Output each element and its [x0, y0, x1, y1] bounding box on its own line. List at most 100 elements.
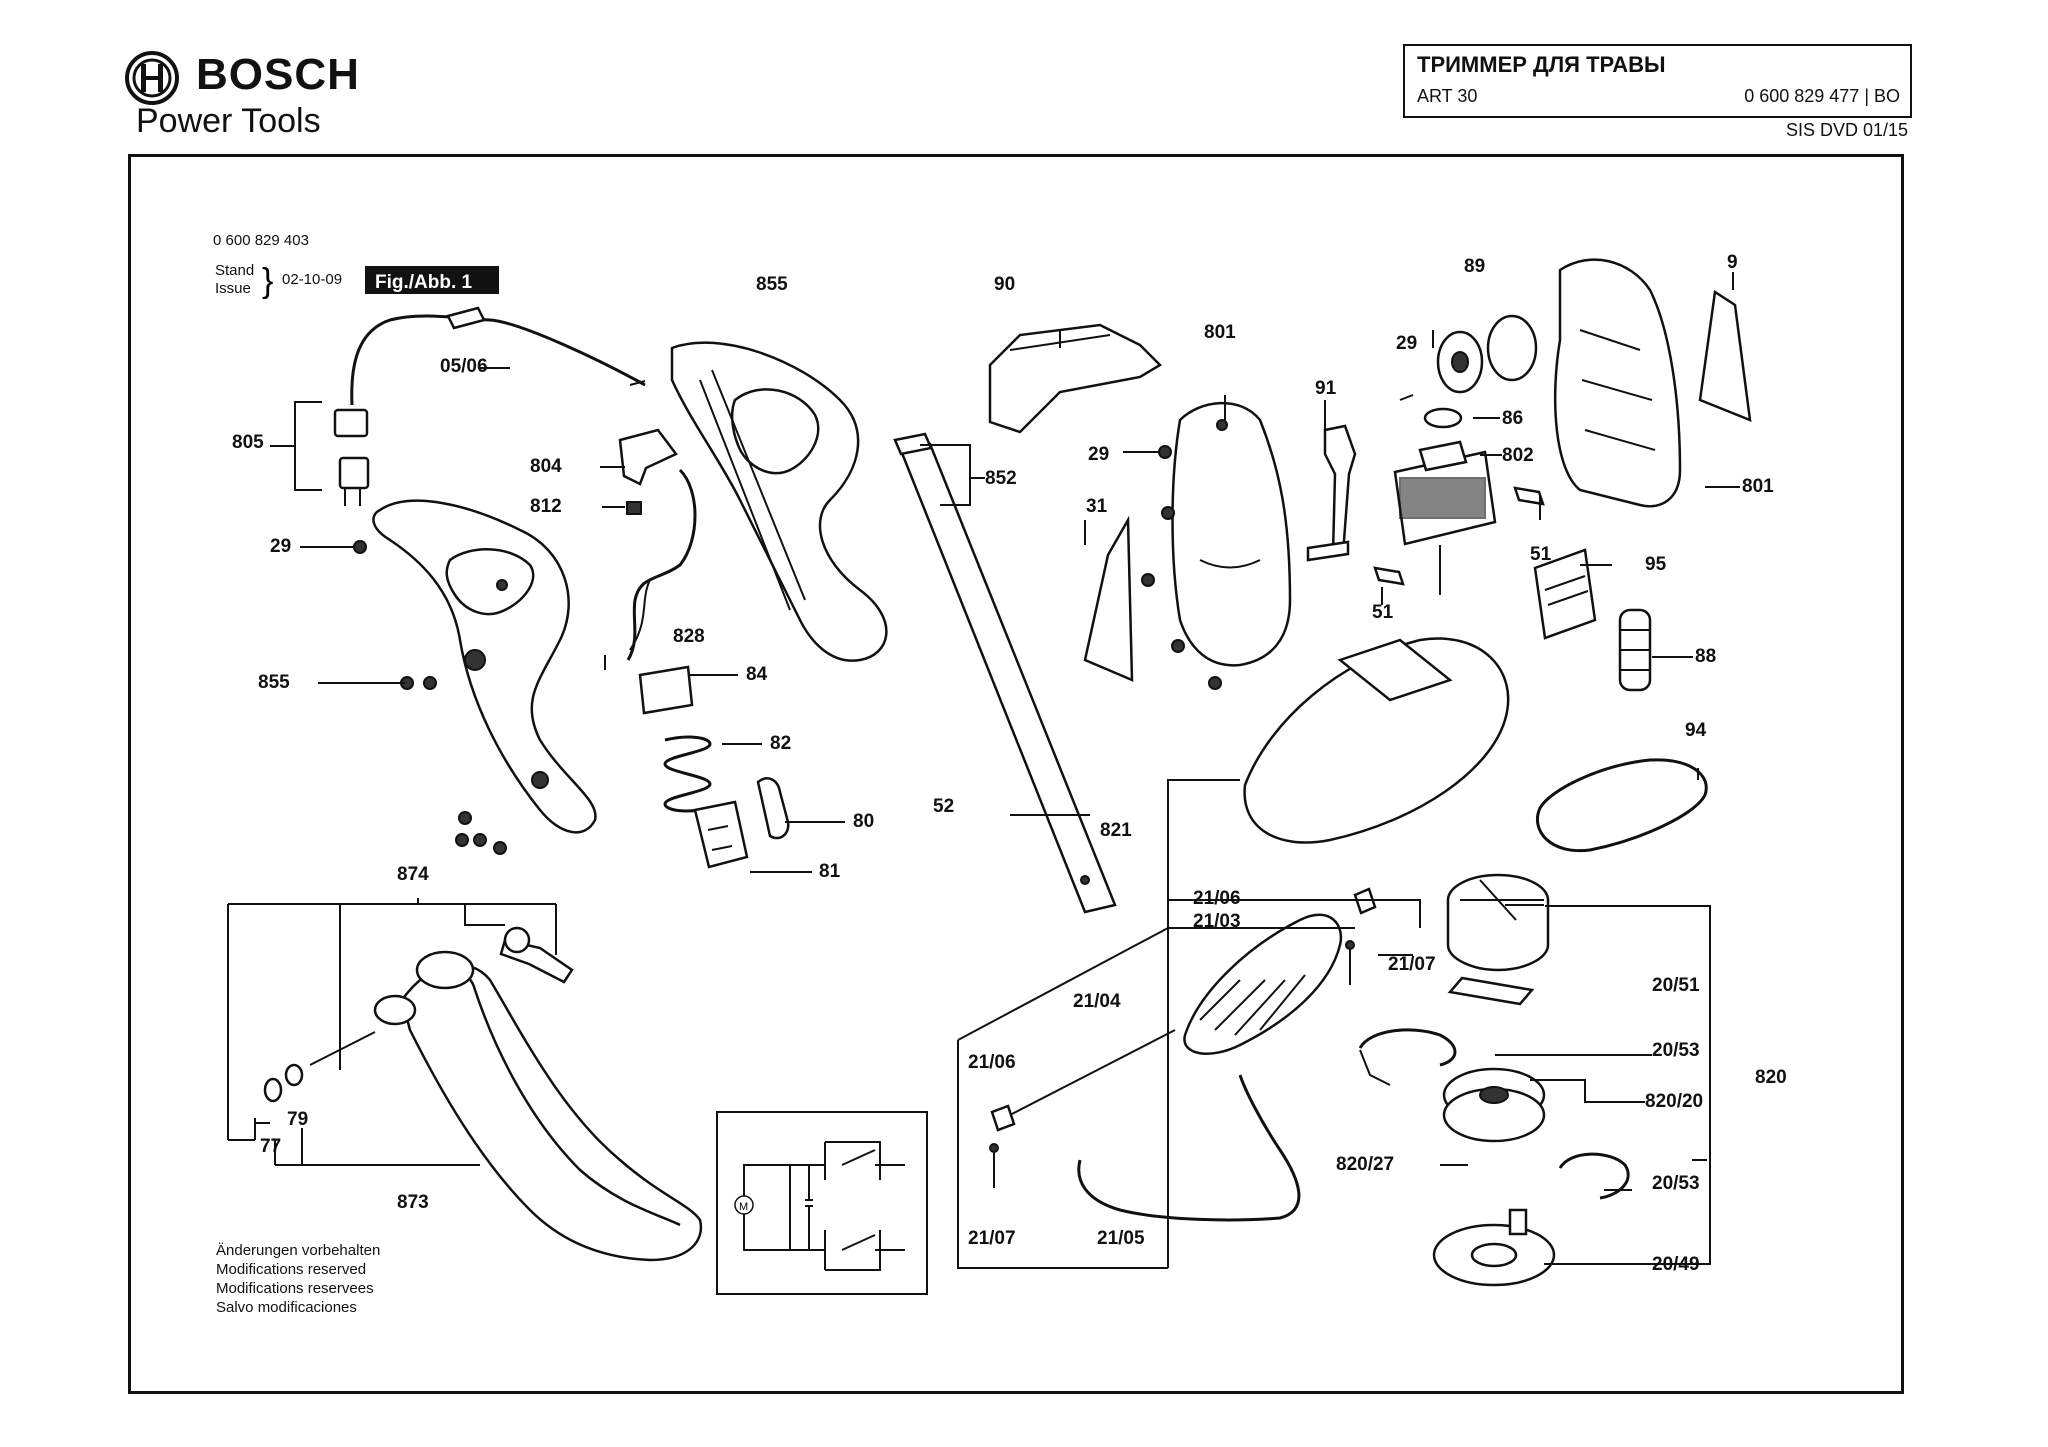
- bracket-852: [920, 444, 985, 506]
- bracket-820: [1545, 905, 1711, 1265]
- note-fr: Modifications reservees: [216, 1280, 374, 1297]
- knob-874: [499, 926, 574, 984]
- product-number: 0 600 829 477 | BO: [1744, 86, 1900, 106]
- sis-code: SIS DVD 01/15: [1785, 120, 1908, 140]
- label-873: 873: [397, 1192, 429, 1213]
- label-2104: 21/04: [1073, 991, 1121, 1012]
- brand-name: BOSCH: [196, 50, 360, 99]
- label-2053a: 20/53: [1652, 1040, 1700, 1061]
- switch-804: [618, 428, 697, 661]
- label-86: 86: [1502, 408, 1523, 429]
- pin-2107a: [1345, 940, 1355, 985]
- handle-94: [1536, 758, 1708, 853]
- label-52: 52: [933, 796, 954, 817]
- handle-855: [670, 341, 888, 662]
- label-2049: 20/49: [1652, 1254, 1700, 1275]
- spool-82020: [1442, 1067, 1546, 1143]
- label-801a: 801: [1204, 322, 1236, 343]
- label-0506: 05/06: [440, 356, 488, 377]
- modification-notes: Änderungen vorbehalten Modifications res…: [216, 1242, 380, 1316]
- label-855b: 855: [756, 274, 788, 295]
- stand-label: Stand: [215, 262, 254, 279]
- cap-2049: [1432, 1208, 1556, 1287]
- washers-79: [263, 1063, 304, 1103]
- label-2051: 20/51: [1652, 975, 1700, 996]
- label-82020: 820/20: [1645, 1091, 1703, 1112]
- cap-90: [988, 323, 1163, 434]
- bearing-89: [1436, 314, 1538, 394]
- brush-51a: [1513, 486, 1545, 506]
- label-820: 820: [1755, 1067, 1787, 1088]
- brand-subtitle: Power Tools: [136, 102, 321, 140]
- spool-housing-2051: [1446, 873, 1550, 972]
- wire-2105: [1077, 1074, 1301, 1222]
- housing-801-left: [1171, 401, 1292, 667]
- label-2053b: 20/53: [1652, 1173, 1700, 1194]
- screws-801: [1141, 445, 1222, 690]
- label-94: 94: [1685, 720, 1707, 741]
- label-29a: 29: [270, 536, 291, 557]
- label-9: 9: [1727, 252, 1738, 273]
- rear-handle-half: [372, 499, 597, 834]
- clip-2053b: [1558, 1152, 1630, 1200]
- diagram-frame: [128, 154, 1904, 1394]
- bolt-2106b: [990, 1104, 1016, 1132]
- title-box: ТРИММЕР ДЛЯ ТРАВЫ ART 30 0 600 829 477 |…: [1403, 44, 1912, 118]
- cover-95: [1533, 548, 1597, 640]
- bracket-821: [957, 779, 1421, 1269]
- bracket-805: [270, 401, 322, 491]
- bosch-logo-icon: [125, 51, 179, 105]
- label-88: 88: [1695, 646, 1716, 667]
- label-805: 805: [232, 432, 264, 453]
- label-90: 90: [994, 274, 1015, 295]
- washer-86: [1423, 407, 1463, 429]
- label-2106a: 21/06: [1193, 888, 1241, 909]
- label-89: 89: [1464, 256, 1485, 277]
- label-828: 828: [673, 626, 705, 647]
- tube-52: [893, 432, 1117, 914]
- label-2105: 21/05: [1097, 1228, 1145, 1249]
- label-2107a: 21/07: [1388, 954, 1436, 975]
- cover-9: [1698, 289, 1752, 422]
- power-cable: [333, 306, 646, 506]
- fan-88: [1618, 608, 1652, 692]
- label-874: 874: [397, 864, 429, 885]
- label-77: 77: [260, 1136, 281, 1157]
- label-91: 91: [1315, 378, 1337, 399]
- lever-80: [756, 777, 790, 840]
- issue-date: 02-10-09: [282, 271, 342, 288]
- brace-icon: }: [262, 262, 273, 300]
- label-82027: 820/27: [1336, 1154, 1394, 1175]
- clip-2053a: [1358, 1028, 1457, 1086]
- bolt-874: [309, 1031, 376, 1066]
- bracket-874: [227, 898, 557, 1166]
- housing-801-right: [1553, 258, 1682, 508]
- label-79: 79: [287, 1109, 308, 1130]
- plate-31: [1083, 515, 1134, 682]
- label-51a: 51: [1530, 544, 1552, 565]
- note-en: Modifications reserved: [216, 1261, 366, 1278]
- motor-802: [1393, 440, 1497, 595]
- label-82: 82: [770, 733, 791, 754]
- label-855a: 855: [258, 672, 290, 693]
- issue-label: Issue: [215, 280, 251, 297]
- fig-badge: [365, 266, 499, 294]
- fig-label: Fig./Abb. 1: [375, 272, 473, 293]
- label-812: 812: [530, 496, 562, 517]
- sleeve-84: [638, 665, 694, 715]
- label-29c: 29: [1396, 333, 1417, 354]
- drawing-number: 0 600 829 403: [213, 232, 309, 249]
- spring-2051: [1447, 976, 1535, 1006]
- label-821: 821: [1100, 820, 1132, 841]
- label-80: 80: [853, 811, 874, 832]
- spring-82: [663, 735, 712, 813]
- part-labels: 805 05/06 29 855 855 804 812 828 84 82 8…: [232, 252, 1787, 1275]
- label-31: 31: [1086, 496, 1108, 517]
- leader-lines: [255, 272, 1740, 1265]
- label-81: 81: [819, 861, 841, 882]
- label-2106b: 21/06: [968, 1052, 1016, 1073]
- label-852: 852: [985, 468, 1017, 489]
- wiring-schematic: M: [716, 1111, 928, 1295]
- label-801b: 801: [1742, 476, 1774, 497]
